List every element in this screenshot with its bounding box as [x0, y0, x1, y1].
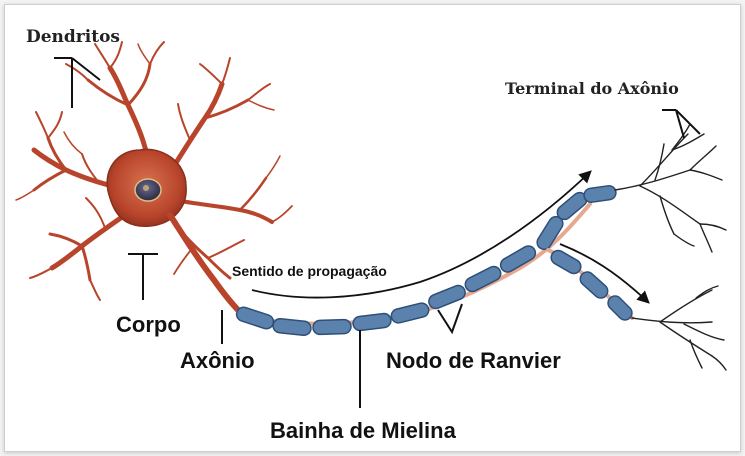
myelin-segment — [428, 284, 466, 310]
myelin-segment — [464, 265, 502, 293]
label-sentido: Sentido de propagação — [232, 263, 387, 279]
collateral-myelin — [550, 249, 633, 321]
myelin-segment — [499, 245, 537, 273]
label-terminal: Terminal do Axônio — [505, 79, 679, 98]
myelin-sheath — [235, 184, 617, 337]
label-corpo: Corpo — [116, 312, 181, 337]
myelin-segment — [579, 271, 609, 299]
leader-lines — [54, 57, 701, 408]
propagation-arrow-collateral — [559, 243, 650, 304]
axon-terminals-lower — [631, 285, 727, 371]
propagation-arrow-main — [251, 170, 592, 299]
cell-body — [106, 148, 187, 227]
myelin-segment — [607, 295, 633, 321]
myelin-segment — [390, 302, 430, 324]
label-bainha: Bainha de Mielina — [270, 418, 457, 443]
axon-terminals-upper — [614, 123, 727, 253]
myelin-segment — [235, 306, 275, 330]
label-dendritos: Dendritos — [26, 27, 120, 47]
myelin-segment — [312, 318, 352, 336]
myelin-segment — [536, 215, 564, 251]
terminal-pointer — [662, 109, 701, 139]
diagram-frame — [4, 4, 741, 452]
myelin-segment — [352, 312, 392, 332]
nodo-pointer — [437, 303, 463, 335]
corpo-pointer — [128, 253, 158, 300]
myelin-segment — [550, 249, 582, 275]
myelin-segment — [272, 317, 312, 337]
dendritos-pointer — [54, 57, 101, 108]
label-axonio: Axônio — [180, 348, 255, 373]
myelin-segment — [583, 184, 617, 204]
label-nodo: Nodo de Ranvier — [386, 348, 561, 373]
axon-initial-segment — [167, 212, 243, 315]
